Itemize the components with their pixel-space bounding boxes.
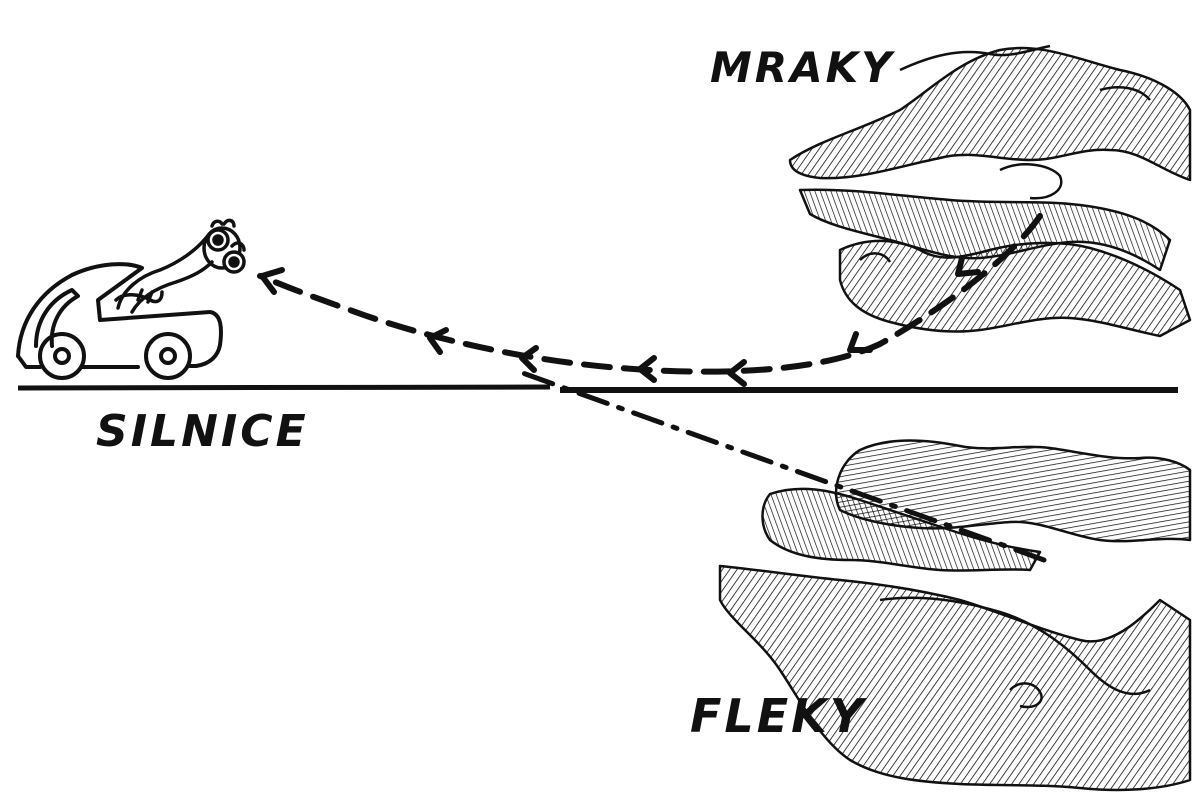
stain-sightline bbox=[517, 369, 1047, 563]
driver-icon bbox=[114, 218, 246, 314]
stains-label: FLEKY bbox=[690, 689, 868, 743]
road-label: SILNICE bbox=[96, 406, 309, 457]
car-icon bbox=[16, 262, 223, 380]
road-line bbox=[17, 384, 1178, 393]
cloud-icon bbox=[788, 44, 1192, 338]
arrow-icon bbox=[257, 213, 1043, 387]
clouds-label: MRAKY bbox=[710, 43, 895, 92]
